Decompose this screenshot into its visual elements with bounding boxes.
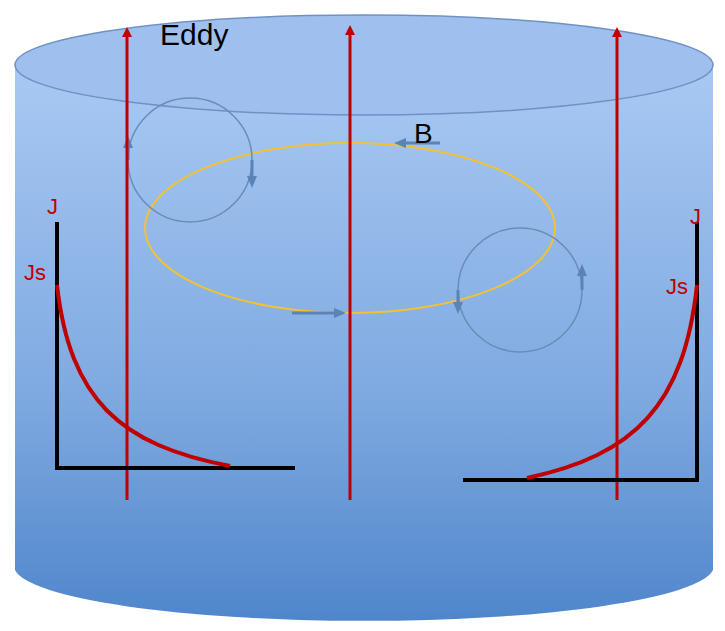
current-label: J — [47, 196, 58, 218]
current-label: J — [690, 206, 701, 228]
eddy-label: Eddy — [160, 20, 228, 50]
surface-current-label: Js — [24, 262, 46, 284]
surface-current-label: Js — [666, 276, 688, 298]
field-label: B — [414, 120, 433, 148]
